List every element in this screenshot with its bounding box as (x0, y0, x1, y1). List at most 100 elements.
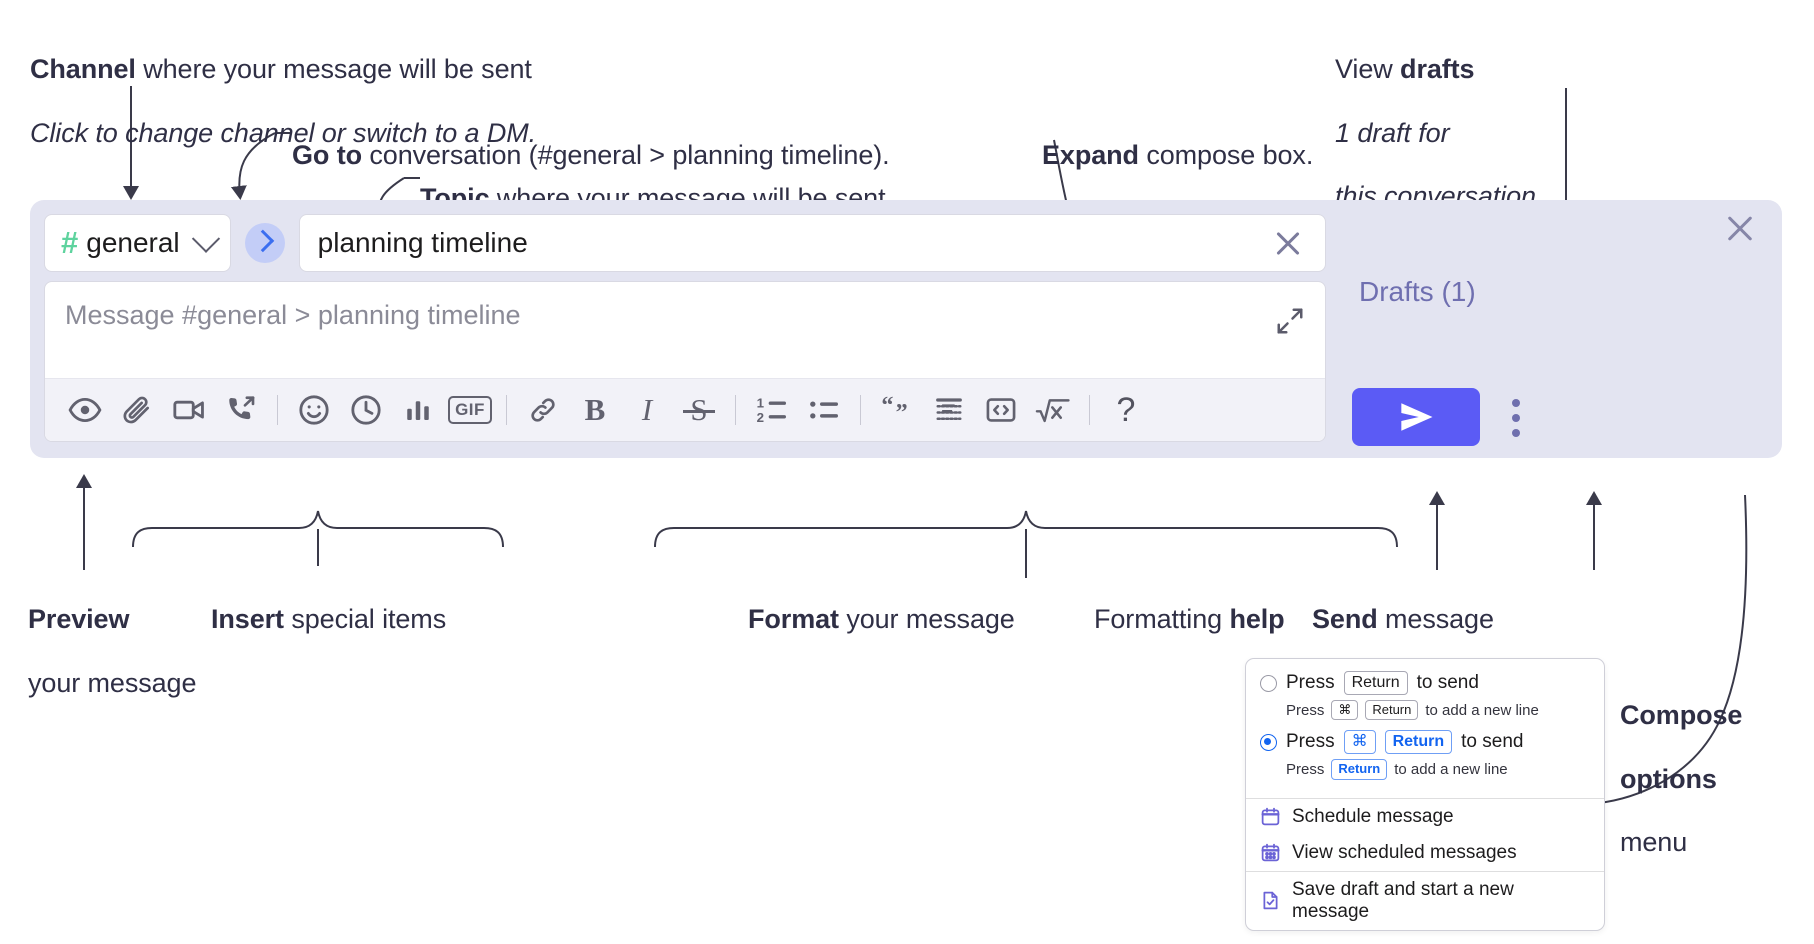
call-forward-icon[interactable] (215, 384, 267, 436)
annotation-help: Formatting help (1094, 572, 1285, 636)
key-return: Return (1365, 700, 1419, 721)
annotation-goto-bold: Go to (292, 139, 362, 170)
annotation-format-rest: your message (838, 603, 1015, 634)
formatting-toolbar: GIF B I S (45, 378, 1325, 441)
annotation-channel-italic: Click to change channel or switch to a D… (30, 117, 537, 148)
attachment-icon[interactable] (111, 384, 163, 436)
help-icon[interactable]: ? (1100, 384, 1152, 436)
code-block-icon[interactable] (923, 384, 975, 436)
radio-button-selected[interactable] (1260, 733, 1277, 751)
annotation-expand: Expand compose box. (1042, 108, 1313, 172)
clock-icon[interactable] (340, 384, 392, 436)
key-return: Return (1384, 730, 1453, 755)
annotation-help-plain: Formatting (1094, 603, 1230, 634)
calendar-grid-icon (1260, 842, 1281, 863)
compose-options-icon[interactable] (1504, 390, 1528, 446)
gif-label: GIF (448, 396, 492, 424)
radio-1-suffix: to send (1416, 672, 1479, 693)
hash-icon: # (61, 224, 79, 260)
annotation-compose-options-line1: Compose (1620, 699, 1743, 730)
annotation-expand-bold: Expand (1042, 139, 1139, 170)
annotation-send: Send message (1312, 572, 1494, 636)
bold-icon[interactable]: B (569, 384, 621, 436)
annotation-insert-rest: special items (283, 603, 447, 634)
topic-value: planning timeline (317, 227, 528, 258)
menu-item-view-scheduled-messages[interactable]: View scheduled messages (1246, 835, 1604, 871)
radio-2-prefix: Press (1286, 731, 1335, 753)
menu-item-schedule-message[interactable]: Schedule message (1246, 799, 1604, 835)
menu-item-label: View scheduled messages (1292, 841, 1517, 863)
annotation-drafts-bold: drafts (1400, 53, 1475, 84)
chevron-down-icon (191, 224, 220, 253)
channel-selector[interactable]: # general (44, 214, 231, 272)
svg-text:2: 2 (757, 410, 764, 425)
send-plane-icon (1401, 403, 1433, 431)
emoji-icon[interactable] (288, 384, 340, 436)
goto-conversation-button[interactable] (244, 223, 285, 263)
strikethrough-icon[interactable]: S (673, 384, 725, 436)
compose-options-menu: Press Return to send Press ⌘ Return to a… (1245, 658, 1605, 931)
topic-input[interactable]: planning timeline (298, 214, 1326, 272)
key-command: ⌘ (1331, 700, 1359, 721)
radio-1-sub-prefix: Press (1286, 701, 1325, 719)
menu-item-label: Save draft and start a new message (1292, 878, 1514, 922)
annotation-channel-bold: Channel (30, 53, 136, 84)
menu-radio-option-2[interactable]: Press ⌘ Return to send (1246, 728, 1604, 756)
clear-topic-icon[interactable] (1271, 226, 1305, 260)
message-placeholder: Message #general > planning timeline (65, 300, 521, 330)
link-icon[interactable] (517, 384, 569, 436)
ordered-list-icon[interactable]: 1 2 (746, 384, 798, 436)
preview-icon[interactable] (59, 384, 111, 436)
italic-label: I (641, 392, 653, 427)
composer-right-column: Drafts (1) (1342, 200, 1782, 458)
bold-label: B (584, 392, 606, 427)
code-icon[interactable] (975, 384, 1027, 436)
svg-text:“: “ (881, 393, 893, 419)
annotation-send-rest: message (1377, 603, 1494, 634)
svg-text:”: ” (896, 400, 908, 426)
message-box: Message #general > planning timeline (44, 281, 1326, 442)
poll-icon[interactable] (392, 384, 444, 436)
strikethrough-label: S (690, 392, 708, 427)
annotation-goto-rest: conversation (#general > planning timeli… (361, 139, 890, 170)
annotation-drafts-plain: View (1335, 53, 1401, 84)
video-icon[interactable] (163, 384, 215, 436)
annotation-insert-bold: Insert (211, 603, 284, 634)
key-return: Return (1331, 759, 1388, 780)
send-button[interactable] (1352, 388, 1480, 446)
annotation-channel: Channel where your message will be sent … (30, 22, 536, 149)
menu-divider (1246, 797, 1604, 799)
annotation-compose-options: Compose options menu (1620, 668, 1742, 859)
annotation-send-bold: Send (1312, 603, 1378, 634)
menu-radio-option-1[interactable]: Press Return to send (1246, 669, 1604, 697)
annotation-goto: Go to conversation (#general > planning … (292, 108, 890, 172)
annotation-preview: Preview your message (28, 572, 196, 699)
svg-text:1: 1 (757, 395, 765, 410)
math-icon[interactable] (1027, 384, 1079, 436)
drafts-link[interactable]: Drafts (1) (1359, 276, 1476, 307)
menu-radio-option-2-sub: Press Return to add a new line (1246, 756, 1604, 788)
menu-item-label: Schedule message (1292, 805, 1454, 827)
italic-icon[interactable]: I (621, 384, 673, 436)
gif-icon[interactable]: GIF (444, 384, 496, 436)
menu-item-save-draft[interactable]: Save draft and start a new message (1246, 872, 1604, 930)
annotation-expand-rest: compose box. (1138, 139, 1314, 170)
message-composer-panel: # general planning timeline Message #gen… (30, 200, 1782, 458)
message-input[interactable]: Message #general > planning timeline (45, 282, 1325, 378)
annotation-drafts-line2: 1 draft for (1335, 117, 1450, 148)
close-icon[interactable] (1722, 210, 1758, 246)
bulleted-list-icon[interactable] (798, 384, 850, 436)
radio-2-sub-suffix: to add a new line (1394, 760, 1508, 778)
composer-header-row: # general planning timeline (44, 214, 1326, 272)
radio-2-suffix: to send (1461, 731, 1524, 753)
annotation-insert: Insert special items (211, 572, 446, 636)
blockquote-icon[interactable]: “ ” (871, 384, 923, 436)
expand-icon[interactable] (1275, 306, 1305, 336)
help-label: ? (1116, 390, 1136, 429)
radio-1-sub-suffix: to add a new line (1425, 701, 1539, 719)
toolbar-separator (506, 395, 507, 425)
toolbar-separator (1089, 395, 1090, 425)
radio-button-unselected[interactable] (1260, 674, 1277, 692)
menu-radio-option-1-sub: Press ⌘ Return to add a new line (1246, 697, 1604, 724)
toolbar-separator (735, 395, 736, 425)
